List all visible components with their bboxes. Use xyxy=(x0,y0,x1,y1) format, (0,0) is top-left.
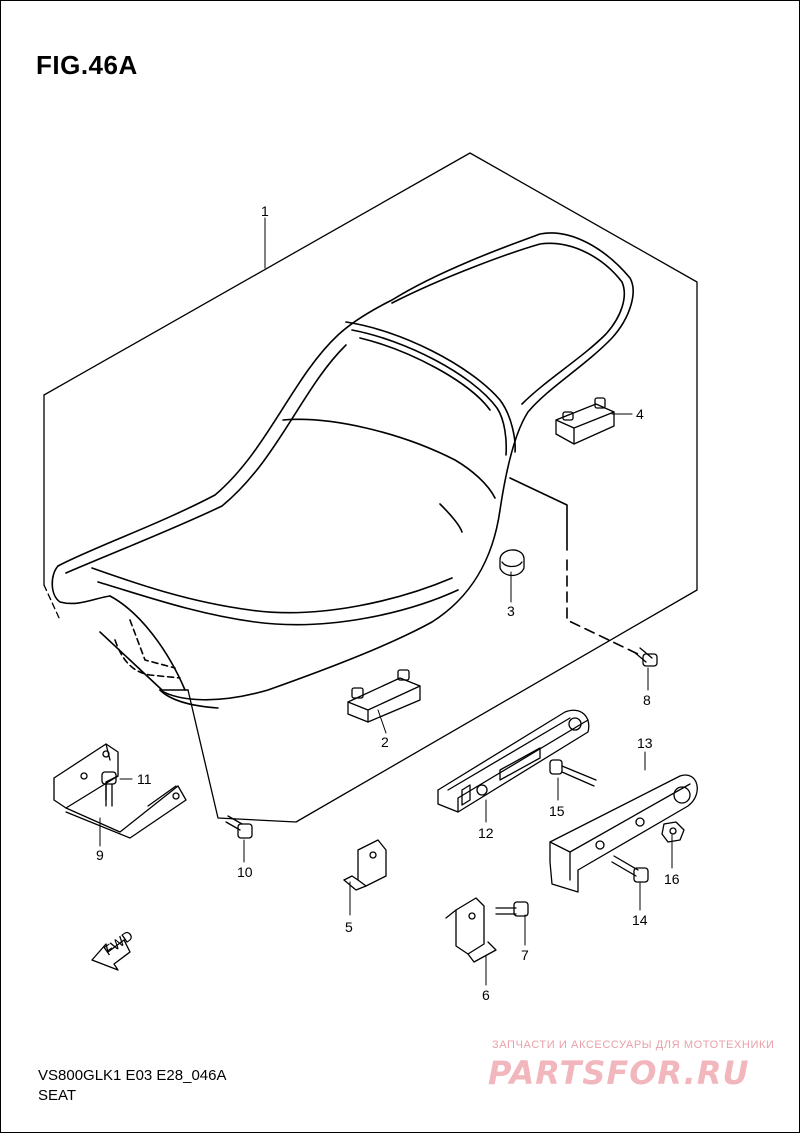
bolt-7 xyxy=(495,901,529,917)
bracket-5 xyxy=(343,839,387,891)
callout-16: 16 xyxy=(664,871,680,887)
bolt-8 xyxy=(633,647,658,667)
figure-title: FIG.46A xyxy=(36,50,138,80)
callout-3: 3 xyxy=(507,603,515,619)
callout-14: 14 xyxy=(632,912,648,928)
seat-part-1 xyxy=(51,232,641,709)
callout-11: 11 xyxy=(137,771,152,787)
bolt-14 xyxy=(611,855,649,883)
bolt-15 xyxy=(549,759,597,787)
callout-1: 1 xyxy=(261,203,269,219)
callout-15: 15 xyxy=(549,803,565,819)
assembly-box xyxy=(43,152,698,823)
callout-8: 8 xyxy=(643,692,651,708)
bolt-10 xyxy=(225,815,253,839)
rail-12 xyxy=(437,709,590,813)
fwd-direction-arrow: FWD xyxy=(91,927,136,971)
callout-2: 2 xyxy=(381,734,389,750)
callout-4: 4 xyxy=(636,406,644,422)
callout-7: 7 xyxy=(521,947,529,963)
nut-16 xyxy=(661,821,685,843)
callout-5: 5 xyxy=(345,919,353,935)
cushion-block-4 xyxy=(555,397,615,445)
leader-lines xyxy=(99,217,673,986)
watermark-tagline: ЗАПЧАСТИ И АКСЕССУАРЫ ДЛЯ МОТОТЕХНИКИ xyxy=(492,1039,775,1051)
callout-12: 12 xyxy=(478,825,494,841)
callout-13: 13 xyxy=(637,735,653,751)
section-name: SEAT xyxy=(38,1087,77,1104)
grommet-3 xyxy=(499,549,525,577)
bracket-6 xyxy=(445,897,497,963)
cushion-block-2 xyxy=(347,669,421,723)
model-code: VS800GLK1 E03 E28_046A xyxy=(38,1067,227,1084)
watermark-logo: PARTSFOR.RU xyxy=(488,1054,750,1092)
bolt-11 xyxy=(101,771,117,807)
callout-labels: 1 2 3 4 5 6 7 8 9 10 11 12 13 14 15 16 xyxy=(96,203,680,1003)
rail-13 xyxy=(549,774,698,893)
callout-9: 9 xyxy=(96,847,104,863)
bracket-9 xyxy=(53,743,187,839)
callout-6: 6 xyxy=(482,987,490,1003)
callout-10: 10 xyxy=(237,864,253,880)
